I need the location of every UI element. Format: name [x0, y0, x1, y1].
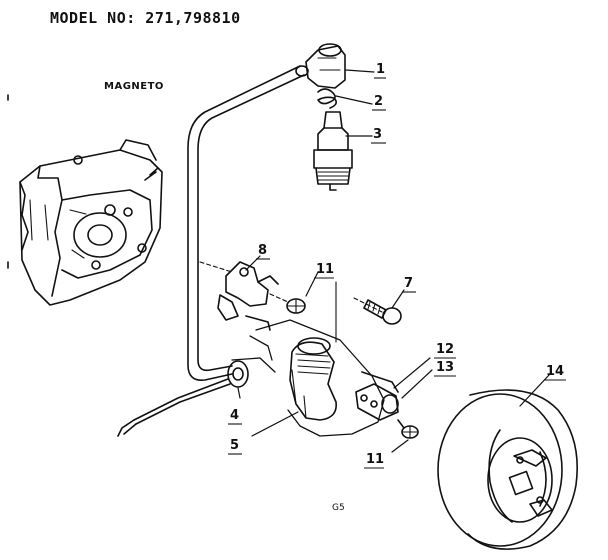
leader-lines	[237, 69, 551, 453]
boot-spring	[317, 88, 338, 109]
callout-11-upper: 11	[316, 262, 335, 277]
screw-upper	[269, 293, 306, 314]
callout-13: 13	[436, 360, 455, 375]
spark-plug-boot	[305, 43, 346, 89]
callout-3: 3	[373, 127, 383, 142]
callout-7: 7	[404, 276, 414, 291]
callout-2: 2	[374, 94, 384, 109]
page-code: G5	[332, 503, 345, 513]
callout-8: 8	[258, 243, 268, 258]
callout-12: 12	[436, 342, 455, 357]
breaker-points	[199, 261, 279, 321]
flywheel	[437, 389, 578, 550]
engine-housing	[7, 94, 163, 306]
callout-4: 4	[230, 408, 240, 423]
callout-1: 1	[376, 62, 386, 77]
spark-plug	[313, 111, 353, 191]
screw-lower	[397, 419, 419, 439]
coil-screw	[353, 297, 402, 325]
callout-11-lower: 11	[366, 452, 385, 467]
model-number: MODEL NO: 271,798810	[50, 9, 241, 27]
high-tension-lead	[187, 65, 309, 382]
callout-5: 5	[230, 438, 240, 453]
lead-grommet	[117, 360, 249, 437]
ignition-coil	[289, 337, 337, 421]
section-label-magneto: MAGNETO	[104, 81, 164, 92]
callout-14: 14	[546, 364, 565, 379]
condenser	[355, 383, 399, 421]
armature-plate	[231, 281, 399, 437]
